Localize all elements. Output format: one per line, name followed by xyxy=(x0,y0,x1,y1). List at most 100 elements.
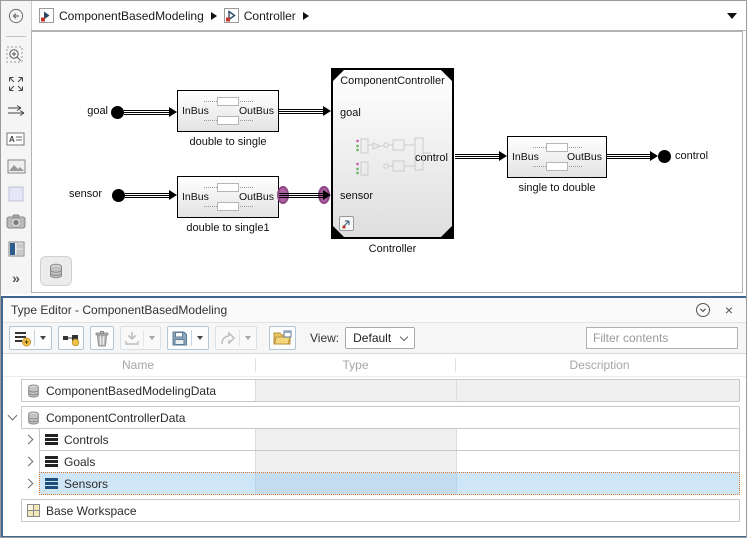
row-type-cell[interactable] xyxy=(255,429,456,450)
model-reference-icon xyxy=(342,220,350,229)
bus-line-goal-to-controller[interactable] xyxy=(279,109,325,114)
breadcrumb-separator-icon xyxy=(210,11,217,20)
image-button[interactable] xyxy=(4,156,28,177)
row-componentcontrollerdata[interactable]: ComponentControllerData xyxy=(21,406,740,429)
signal-routing-button[interactable] xyxy=(4,101,28,122)
expand-palette-icon: » xyxy=(12,269,20,286)
filter-contents-input[interactable] xyxy=(586,327,738,349)
outport-control[interactable] xyxy=(658,150,671,163)
row-goals[interactable]: Goals xyxy=(39,450,740,473)
bus-line-sensor[interactable] xyxy=(125,193,171,198)
inport-goal[interactable] xyxy=(111,106,124,119)
screenshot-button[interactable] xyxy=(4,211,28,232)
bus-icon xyxy=(45,478,58,489)
row-base-workspace[interactable]: Base Workspace xyxy=(21,499,740,522)
viewmarks-icon xyxy=(8,241,24,257)
arrowhead-icon xyxy=(169,190,177,200)
table-header: Name Type Description xyxy=(3,354,746,377)
table-row: ComponentControllerData xyxy=(3,406,746,429)
area-button[interactable] xyxy=(4,184,28,205)
bus-line-sensor-to-controller[interactable] xyxy=(279,193,325,198)
corner-mark-icon xyxy=(441,226,452,237)
block-double-to-single[interactable]: InBus OutBus xyxy=(177,90,279,132)
trash-icon xyxy=(95,330,109,346)
row-type-cell[interactable] xyxy=(255,451,456,472)
row-description-cell[interactable] xyxy=(456,380,739,401)
viewmarks-button[interactable] xyxy=(4,239,28,260)
table-row: Controls xyxy=(3,428,746,451)
row-controls[interactable]: Controls xyxy=(39,428,740,451)
add-element-button[interactable] xyxy=(58,326,84,350)
column-header-type[interactable]: Type xyxy=(255,358,456,372)
block-outbus-label: OutBus xyxy=(566,151,602,163)
row-description-cell[interactable] xyxy=(456,473,739,494)
fit-to-view-button[interactable] xyxy=(4,74,28,95)
model-badge-icon xyxy=(39,8,54,23)
model-canvas[interactable]: goal InBus OutBus double to single senso… xyxy=(31,31,743,293)
back-arrow-icon xyxy=(8,8,24,24)
block-caption: single to double xyxy=(518,182,596,194)
canvas-palette: A xyxy=(1,31,31,294)
bus-icon xyxy=(45,456,58,467)
delete-button[interactable] xyxy=(90,326,114,350)
row-label: Sensors xyxy=(64,476,109,491)
outport-control-label: control xyxy=(675,150,709,162)
annotation-button[interactable]: A xyxy=(4,129,28,150)
row-componentbasedmodelingdata[interactable]: ComponentBasedModelingData xyxy=(21,379,740,402)
expand-palette-button[interactable]: » xyxy=(4,267,28,288)
converter-glyph xyxy=(217,183,239,192)
arrowhead-icon xyxy=(323,190,331,200)
share-split-button[interactable] xyxy=(215,326,257,350)
chevron-right-icon[interactable] xyxy=(23,456,34,467)
import-split-button[interactable] xyxy=(120,326,161,350)
type-editor-table: Name Type Description ComponentBasedMode… xyxy=(3,354,746,522)
data-dictionary-badge[interactable] xyxy=(40,256,72,286)
import-icon xyxy=(125,332,139,345)
row-description-cell[interactable] xyxy=(456,429,739,450)
row-sensors-selected[interactable]: Sensors xyxy=(39,472,740,495)
column-header-name[interactable]: Name xyxy=(121,358,154,372)
data-dictionary-icon xyxy=(50,263,62,279)
row-description-cell[interactable] xyxy=(456,451,739,472)
arrowhead-icon xyxy=(499,151,507,161)
palette-divider xyxy=(6,36,26,37)
signal-routing-icon xyxy=(8,105,25,117)
row-type-cell[interactable] xyxy=(255,473,456,494)
bus-line-control[interactable] xyxy=(455,154,501,159)
svg-text:A: A xyxy=(9,135,15,144)
column-header-description[interactable]: Description xyxy=(569,358,630,372)
save-split-button[interactable] xyxy=(167,326,209,350)
table-row: Base Workspace xyxy=(3,499,746,522)
breadcrumb-subsystem[interactable]: Controller xyxy=(243,8,296,23)
model-reference-badge[interactable] xyxy=(339,216,354,231)
minimize-panel-button[interactable] xyxy=(694,301,712,319)
block-double-to-single1[interactable]: InBus OutBus xyxy=(177,176,279,218)
block-single-to-double[interactable]: InBus OutBus xyxy=(507,136,607,178)
chevron-down-icon[interactable] xyxy=(7,410,18,421)
block-outbus-label: OutBus xyxy=(238,191,274,203)
bus-line-goal[interactable] xyxy=(124,110,171,115)
close-panel-button[interactable]: × xyxy=(724,302,734,318)
breadcrumb-model[interactable]: ComponentBasedModeling xyxy=(59,8,204,23)
block-controller[interactable]: ComponentController goal sensor control xyxy=(331,68,454,239)
back-button[interactable] xyxy=(1,1,31,31)
dropdown-caret-icon xyxy=(40,336,46,340)
bus-line-outport[interactable] xyxy=(607,154,652,159)
inport-sensor-label: sensor xyxy=(68,188,102,200)
data-dictionary-icon xyxy=(28,411,39,424)
image-icon xyxy=(7,159,25,174)
add-entry-split-button[interactable] xyxy=(9,326,52,350)
chevron-right-icon[interactable] xyxy=(23,478,34,489)
corner-mark-icon xyxy=(333,70,344,81)
add-element-icon xyxy=(63,335,80,346)
breadcrumb-dropdown-icon[interactable] xyxy=(727,13,737,19)
view-select[interactable]: Default xyxy=(345,327,416,349)
row-type-cell[interactable] xyxy=(255,380,456,401)
port-sensor-label: sensor xyxy=(340,190,374,202)
open-dialog-button[interactable] xyxy=(269,326,296,350)
chevron-right-icon[interactable] xyxy=(23,434,34,445)
type-editor-titlebar: Type Editor - ComponentBasedModeling × xyxy=(3,298,746,323)
inport-sensor[interactable] xyxy=(112,189,125,202)
zoom-region-button[interactable] xyxy=(4,46,28,67)
